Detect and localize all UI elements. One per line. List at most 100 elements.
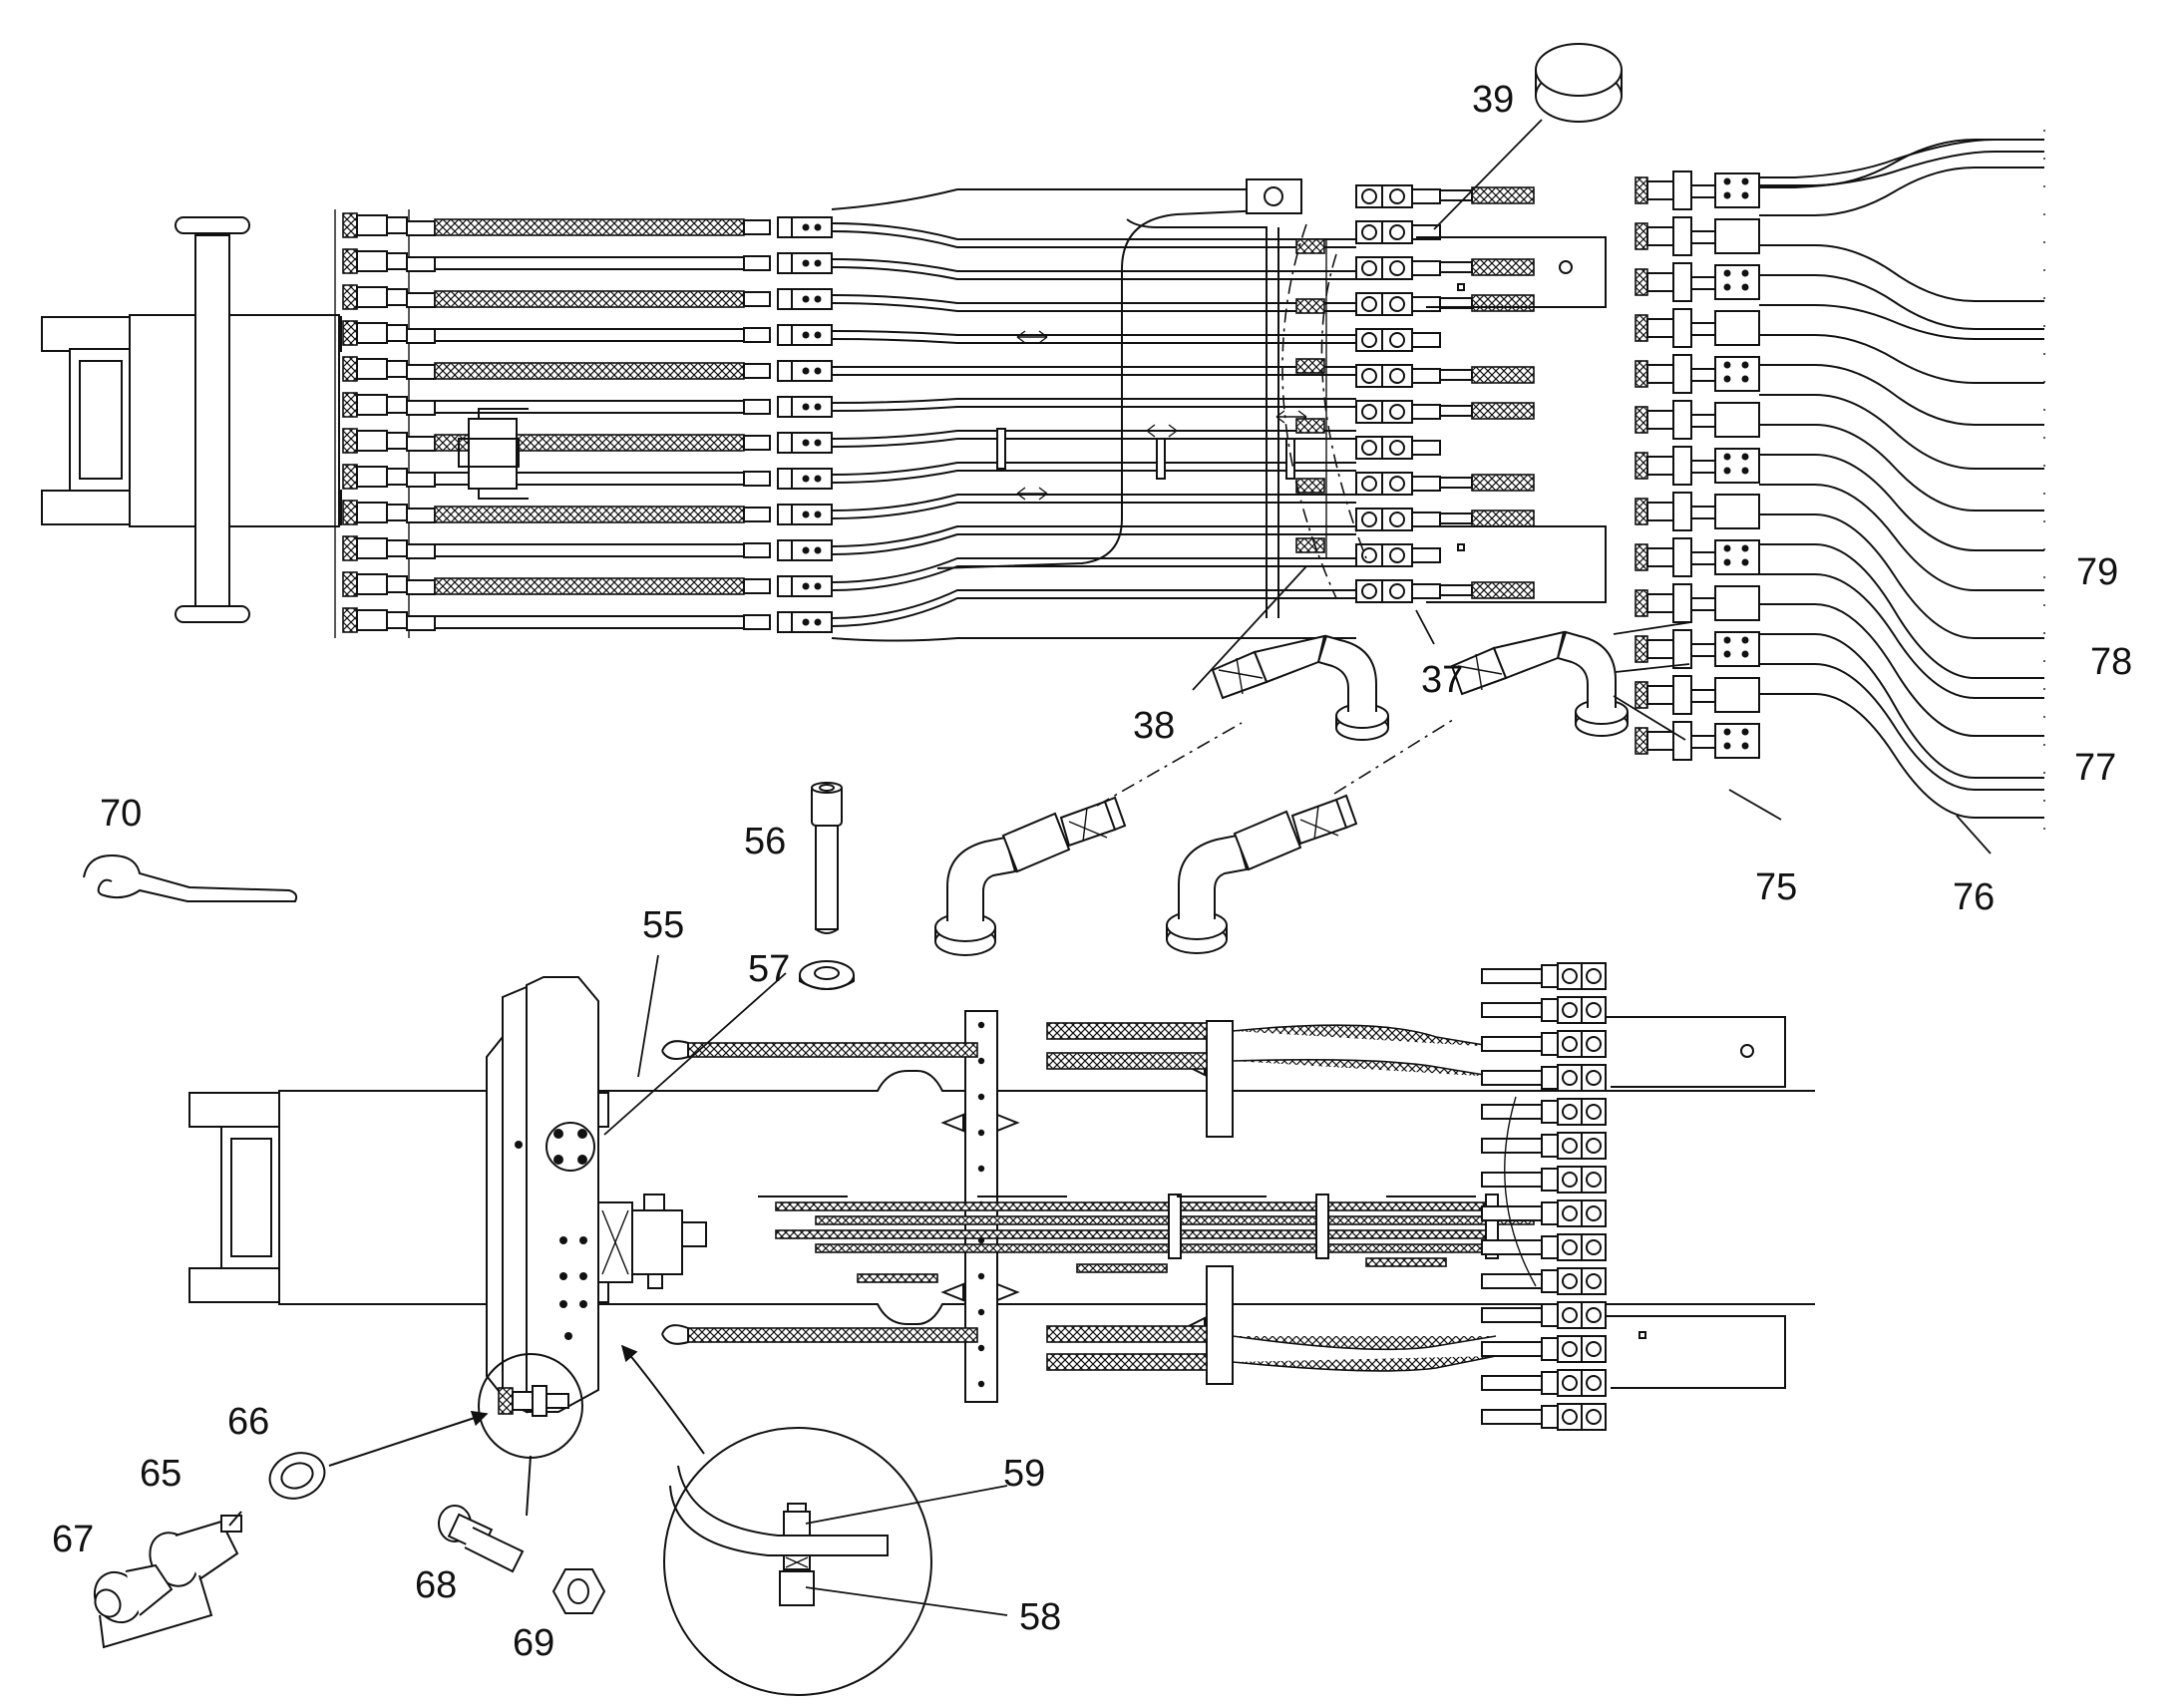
manifold-coupler <box>356 286 388 308</box>
elbow-sleeve <box>1001 812 1071 873</box>
hose-coupler <box>777 360 793 382</box>
bottom-right-couplers <box>1481 962 1607 1431</box>
slider-plate-lower <box>1416 525 1607 603</box>
manifold-nut <box>386 360 408 378</box>
manifold-cap <box>342 500 358 525</box>
coupler-hex <box>1581 1199 1607 1227</box>
coupler-hex <box>1557 1132 1583 1160</box>
manifold-nut <box>386 575 408 593</box>
manifold-coupler <box>356 322 388 344</box>
manifold-nut <box>386 611 408 629</box>
manifold-nut <box>386 539 408 557</box>
hose-braided <box>434 506 745 523</box>
stack-pipe <box>1759 424 2044 512</box>
hose-ferrule <box>743 327 771 343</box>
manifold-nut <box>386 468 408 486</box>
hose-coupler-body <box>791 324 833 346</box>
hose-coupler <box>777 504 793 525</box>
coupler-hex <box>1557 1098 1583 1126</box>
elbow-sleeve-hatched <box>1059 800 1117 848</box>
part-65-coupler <box>149 1511 242 1587</box>
part-69-nut <box>551 1568 606 1614</box>
tail-hose <box>1471 186 1535 204</box>
manifold-coupler <box>356 573 388 595</box>
coupler-hex <box>1581 996 1607 1024</box>
manifold-coupler <box>356 466 388 488</box>
elbow-sleeve-hatched <box>1290 798 1348 846</box>
top-right-couplers <box>1294 184 1535 603</box>
stack-coupler <box>1646 593 1674 613</box>
coupler-nipple <box>1411 512 1441 527</box>
hose-braided <box>434 218 745 236</box>
manifold-cap <box>342 320 358 346</box>
coupler-tail <box>1481 1341 1543 1357</box>
stack-coupler <box>1646 226 1674 246</box>
hose-plain <box>434 328 745 342</box>
top-clamp-bracket <box>458 408 529 500</box>
top-loop-tube <box>936 204 1287 569</box>
hose-coupler-body <box>791 504 833 525</box>
inner-hose <box>1295 478 1325 494</box>
manifold-coupler <box>356 394 388 416</box>
part-70-spanner-wrench <box>83 854 298 902</box>
coupler-hex <box>1557 962 1583 990</box>
stack-pipe <box>1759 513 2044 639</box>
coupler-hex <box>1581 1335 1607 1363</box>
stack-cap <box>1635 176 1648 204</box>
stack-cap <box>1635 635 1648 663</box>
hose-coupler <box>777 252 793 274</box>
coupler-hex <box>1557 1030 1583 1058</box>
hose-coupler <box>777 396 793 418</box>
coupler-tail <box>1481 1070 1543 1086</box>
part-55-mount-plate <box>526 976 599 1413</box>
tail-hose <box>1471 510 1535 527</box>
manifold-coupler <box>356 537 388 559</box>
callout-66: 66 <box>227 1401 269 1443</box>
coupler-hex <box>1581 1132 1607 1160</box>
clamp-upper <box>1206 1020 1234 1138</box>
callout-70: 70 <box>100 793 142 835</box>
stack-block <box>1714 264 1760 300</box>
coupler-hex <box>1557 1335 1583 1363</box>
stack-coupler <box>1646 364 1674 384</box>
hose-braided <box>434 290 745 308</box>
stack-coupler <box>1646 456 1674 476</box>
hose-coupler-body <box>791 468 833 490</box>
coupler-nipple <box>1411 296 1441 312</box>
manifold-cap <box>342 356 358 382</box>
coupler-tail <box>1481 1138 1543 1154</box>
coupler-hex <box>1581 1030 1607 1058</box>
stack-pipe <box>1759 693 2044 819</box>
clamp-lower <box>1206 1265 1234 1385</box>
braided-hose <box>687 1042 978 1058</box>
coupler-hex <box>1557 1301 1583 1329</box>
manifold-nut <box>386 324 408 342</box>
hose-ferrule <box>743 507 771 522</box>
inner-hose <box>1295 358 1325 374</box>
tube-line <box>831 494 1356 512</box>
tail-hose <box>1471 402 1535 420</box>
stack-pipe <box>1759 274 2044 330</box>
manifold-cap <box>342 571 358 597</box>
elbow-sleeve <box>1492 630 1566 680</box>
stack-cap <box>1635 268 1648 296</box>
center-hose <box>775 1229 1495 1239</box>
manifold-coupler <box>356 430 388 452</box>
coupler-hex <box>1581 1098 1607 1126</box>
junction-box <box>597 1194 707 1289</box>
stack-pipe <box>1759 543 2044 679</box>
stack-block <box>1714 448 1760 484</box>
bottom-assembly <box>188 962 1815 1696</box>
coupler-hex <box>1581 1064 1607 1092</box>
stack-coupler <box>1646 410 1674 430</box>
manifold-cap <box>342 212 358 238</box>
stack-cap <box>1635 681 1648 709</box>
manifold-cap <box>342 248 358 274</box>
stack-coupler <box>1646 272 1674 292</box>
hose-coupler-body <box>791 575 833 597</box>
coupler-nipple <box>1411 440 1441 456</box>
tail-hose <box>1471 581 1535 599</box>
manifold-cap <box>342 392 358 418</box>
hose-ferrule <box>406 256 436 272</box>
braided-hose <box>1046 1325 1208 1343</box>
